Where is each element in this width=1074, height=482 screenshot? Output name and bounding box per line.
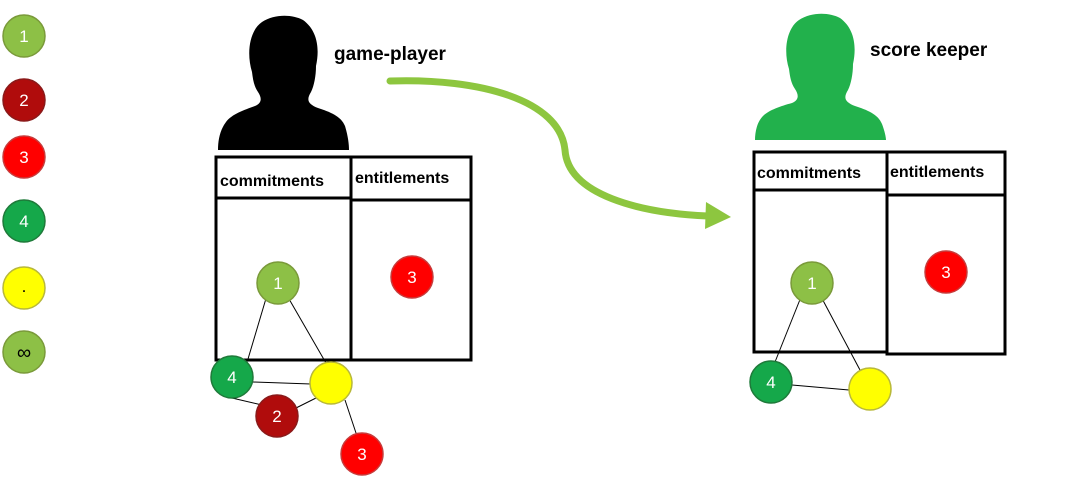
node-circle <box>790 261 834 305</box>
legend-item-3: 3 <box>2 135 46 179</box>
commitment-node-1: 1 <box>256 261 300 305</box>
node-label: 1 <box>807 274 816 293</box>
transfer-arrow <box>386 77 731 229</box>
score-keeper-commitment-nodes: 1 4 <box>749 261 892 411</box>
node-circle <box>749 360 793 404</box>
commitment-node-4: 4 <box>749 360 793 404</box>
node-circle <box>210 355 254 399</box>
commitment-node-1: 1 <box>790 261 834 305</box>
node-circle <box>309 361 353 405</box>
game-player-label: game-player <box>334 44 447 65</box>
graph-edge <box>791 384 850 391</box>
commitments-box <box>752 150 889 354</box>
node-label: 4 <box>766 373 775 392</box>
game-player-silhouette-icon <box>218 15 349 150</box>
score-keeper-table: commitments entitlements <box>752 150 1007 356</box>
legend-circle <box>2 199 46 243</box>
score-keeper-silhouette-icon <box>755 13 886 141</box>
commitment-node-4: 4 <box>210 355 254 399</box>
legend-label: 2 <box>19 91 28 110</box>
legend-label: ∞ <box>17 342 31 364</box>
node-circle <box>924 250 968 294</box>
legend-label: 3 <box>19 148 28 167</box>
legend-circle <box>2 135 46 179</box>
game-player-table: commitments entitlements <box>214 155 473 362</box>
legend-label: . <box>22 277 27 296</box>
entitlement-node-3: 3 <box>924 250 968 294</box>
node-circle <box>255 394 299 438</box>
arrow-shaft <box>386 77 712 220</box>
graph-edge <box>817 290 861 371</box>
legend-circle <box>2 78 46 122</box>
commitments-header: commitments <box>220 173 324 190</box>
graph-edge <box>344 399 358 437</box>
commitment-node-yellow <box>309 361 353 405</box>
graph-edge <box>284 291 331 371</box>
entitlements-header: entitlements <box>355 170 449 187</box>
node-label: 4 <box>227 368 236 387</box>
legend-item-1: 1 <box>2 14 46 58</box>
node-label: 3 <box>357 445 366 464</box>
legend-circle <box>2 14 46 58</box>
node-label: 2 <box>272 407 281 426</box>
score-keeper-entitlement-nodes: 3 <box>924 250 968 294</box>
entitlements-box <box>349 155 473 362</box>
graph-edge <box>231 397 263 406</box>
legend-item-infinity: ∞ <box>2 330 46 374</box>
node-circle <box>390 255 434 299</box>
node-circle <box>848 367 892 411</box>
commitment-node-3: 3 <box>340 432 384 476</box>
node-circle <box>340 432 384 476</box>
legend-item-dot: . <box>2 266 46 310</box>
node-label: 3 <box>941 263 950 282</box>
score-keeper-label: score keeper <box>870 40 988 61</box>
game-player-entitlement-nodes: 3 <box>390 255 434 299</box>
entitlements-header: entitlements <box>890 164 984 181</box>
legend-label: 4 <box>19 212 28 231</box>
commitments-header: commitments <box>757 165 861 182</box>
commitment-node-2: 2 <box>255 394 299 438</box>
node-circle <box>256 261 300 305</box>
graph-edge <box>252 381 312 385</box>
entitlements-box <box>885 150 1007 356</box>
entitlement-node-3: 3 <box>390 255 434 299</box>
legend-item-2: 2 <box>2 78 46 122</box>
arrow-head-icon <box>705 202 731 229</box>
commitment-node-yellow <box>848 367 892 411</box>
legend: 1 2 3 4 . ∞ <box>2 14 46 374</box>
legend-item-4: 4 <box>2 199 46 243</box>
node-label: 1 <box>273 274 282 293</box>
game-player-commitment-nodes: 1 4 2 3 <box>210 261 384 476</box>
legend-circle <box>2 330 46 374</box>
legend-circle <box>2 266 46 310</box>
legend-label: 1 <box>19 27 28 46</box>
node-label: 3 <box>407 268 416 287</box>
